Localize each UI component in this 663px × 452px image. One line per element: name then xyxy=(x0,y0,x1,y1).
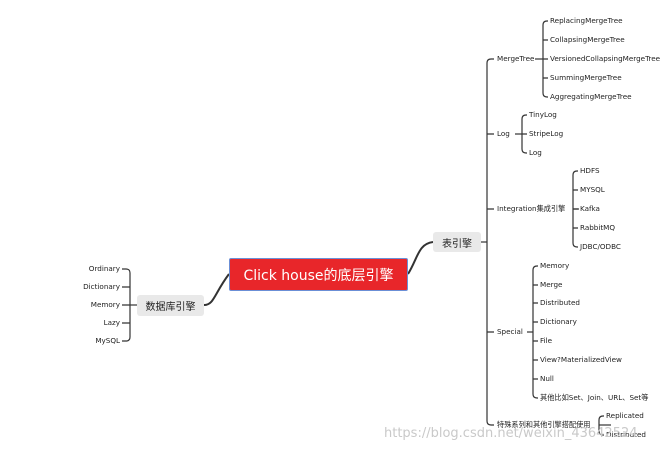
group-special[interactable]: Special xyxy=(497,327,523,336)
engine-viewmaterializedview[interactable]: View?MaterializedView xyxy=(540,355,622,364)
engine-distributed[interactable]: Distributed xyxy=(540,298,580,307)
db-engine-ordinary[interactable]: Ordinary xyxy=(88,264,120,273)
topic-table-engines[interactable]: 表引擎 xyxy=(433,232,481,252)
engine-rabbitmq[interactable]: RabbitMQ xyxy=(580,223,616,232)
connector xyxy=(572,170,578,248)
connector xyxy=(407,241,434,275)
engine-mysql[interactable]: MYSQL xyxy=(580,185,605,194)
engine-tinylog[interactable]: TinyLog xyxy=(529,110,557,119)
engine-null[interactable]: Null xyxy=(540,374,554,383)
group-mergetree[interactable]: MergeTree xyxy=(497,54,535,63)
group-log[interactable]: Log xyxy=(497,129,510,138)
engine-distributed[interactable]: Distributed xyxy=(606,430,646,439)
engine-stripelog[interactable]: StripeLog xyxy=(529,129,564,138)
watermark: https://blog.csdn.net/weixin_43642524 xyxy=(384,426,638,441)
engine-setjoinurlset[interactable]: 其他比如Set、Join、URL、Set等 xyxy=(540,393,649,402)
engine-collapsingmergetree[interactable]: CollapsingMergeTree xyxy=(550,35,625,44)
db-engine-mysql[interactable]: MySQL xyxy=(95,336,120,345)
connector xyxy=(203,273,230,306)
connector xyxy=(598,415,604,436)
topic-database-engines[interactable]: 数据库引擎 xyxy=(137,295,204,316)
group-[interactable]: 特殊系列和其他引擎搭配使用 xyxy=(497,420,591,429)
engine-jdbcodbc[interactable]: JDBC/ODBC xyxy=(580,242,621,251)
engine-summingmergetree[interactable]: SummingMergeTree xyxy=(550,73,622,82)
connector xyxy=(532,265,538,399)
engine-hdfs[interactable]: HDFS xyxy=(580,166,600,175)
group-integration[interactable]: Integration集成引擎 xyxy=(497,204,566,213)
engine-log[interactable]: Log xyxy=(529,148,542,157)
engine-aggregatingmergetree[interactable]: AggregatingMergeTree xyxy=(550,92,632,101)
db-engine-lazy[interactable]: Lazy xyxy=(103,318,120,327)
engine-replacingmergetree[interactable]: ReplacingMergeTree xyxy=(550,16,623,25)
db-engine-memory[interactable]: Memory xyxy=(90,300,120,309)
root-topic[interactable]: Click house的底层引擎 xyxy=(229,258,408,291)
connector xyxy=(486,58,494,426)
connector xyxy=(542,20,548,98)
db-engine-dictionary[interactable]: Dictionary xyxy=(83,282,120,291)
engine-dictionary[interactable]: Dictionary xyxy=(540,317,577,326)
engine-replicated[interactable]: Replicated xyxy=(606,411,644,420)
engine-file[interactable]: File xyxy=(540,336,553,345)
engine-versionedcollapsingmergetree[interactable]: VersionedCollapsingMergeTree xyxy=(550,54,661,63)
engine-memory[interactable]: Memory xyxy=(540,261,570,270)
connector xyxy=(122,268,131,342)
engine-kafka[interactable]: Kafka xyxy=(580,204,600,213)
connector xyxy=(521,114,527,154)
engine-merge[interactable]: Merge xyxy=(540,280,563,289)
